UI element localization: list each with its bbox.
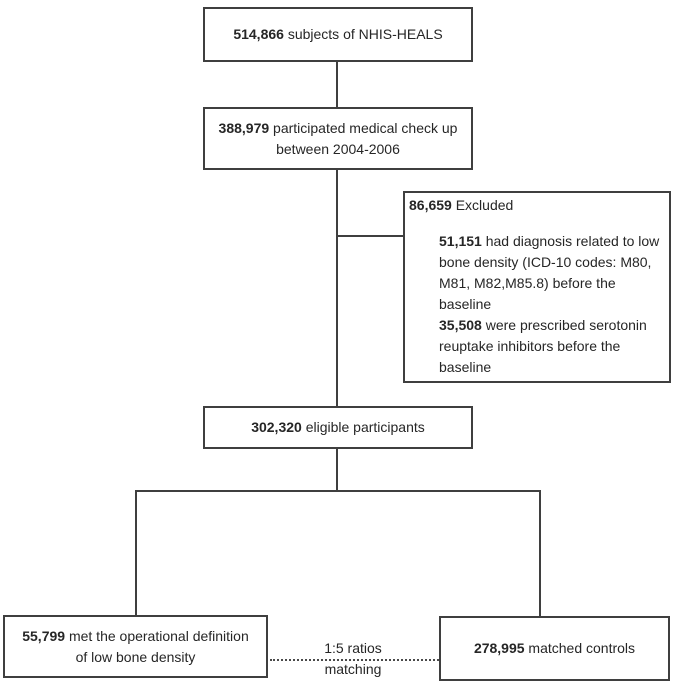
excluded-count: 86,659 [409,197,452,213]
box-nhis-heals-text: 514,866 subjects of NHIS-HEALS [233,24,442,45]
checkup-line2: between 2004-2006 [276,140,400,157]
nhis-label: subjects of NHIS-HEALS [283,26,443,42]
excluded-header: 86,659 Excluded [409,195,665,216]
box-low-bone-density: 55,799 met the operational definition of… [3,615,268,678]
connector-checkup-to-eligible [336,170,338,407]
excluded-item2-line2: reuptake inhibitors before the [439,338,621,354]
lowbone-count: 55,799 [22,627,66,644]
checkup-count: 388,979 [218,119,270,136]
checkup-line1: 388,979 participated medical check up [219,118,458,139]
lowbone-line1: 55,799 met the operational definition [22,626,249,647]
dotted-matching-connector [270,659,439,661]
lowbone-line2: of low bone density [75,648,196,665]
box-matched-controls: 278,995 matched controls [439,616,670,681]
connector-branch-to-controls [539,492,541,617]
excluded-item2-count: 35,508 [439,317,482,333]
connector-nhis-to-checkup [336,62,338,108]
connector-to-excluded [338,235,403,237]
connector-eligible-to-branch [336,449,338,491]
connector-branch-to-lowbone [135,492,137,616]
box-medical-checkup: 388,979 participated medical check up be… [203,107,473,170]
excluded-item1-line2: bone density (ICD-10 codes: M80, [439,254,652,270]
branch-horizontal-line [135,490,541,492]
excluded-item2-line1: 35,508 were prescribed serotonin [439,315,665,336]
excluded-item2-line3: baseline [439,359,492,375]
eligible-label: eligible participants [301,419,425,435]
checkup-label: participated medical check up [269,119,458,136]
eligible-text: 302,320 eligible participants [251,417,425,438]
excluded-item1-line1: 51,151 had diagnosis related to low [439,231,665,252]
excluded-item1-line3: M81, M82,M85.8) before the [439,275,616,291]
matching-label-line1: 1:5 ratios [324,640,382,656]
controls-count: 278,995 [473,640,525,656]
controls-label: matched controls [524,640,636,656]
matching-label-line2: matching [324,661,382,677]
excluded-item1-text: had diagnosis related to low [481,233,660,249]
excluded-items: 51,151 had diagnosis related to low bone… [439,231,665,378]
box-nhis-heals-subjects: 514,866 subjects of NHIS-HEALS [203,7,473,62]
matching-label: 1:5 ratios matching [293,638,413,680]
nhis-count: 514,866 [233,26,284,42]
eligible-count: 302,320 [251,419,302,435]
excluded-item1-count: 51,151 [439,233,482,249]
excluded-label: Excluded [451,197,514,213]
lowbone-label: met the operational definition [65,627,249,644]
controls-text: 278,995 matched controls [474,638,635,659]
box-eligible-participants: 302,320 eligible participants [203,406,473,449]
excluded-item1-line4: baseline [439,296,492,312]
box-excluded: 86,659 Excluded 51,151 had diagnosis rel… [403,191,671,383]
excluded-item2-text: were prescribed serotonin [481,317,647,333]
